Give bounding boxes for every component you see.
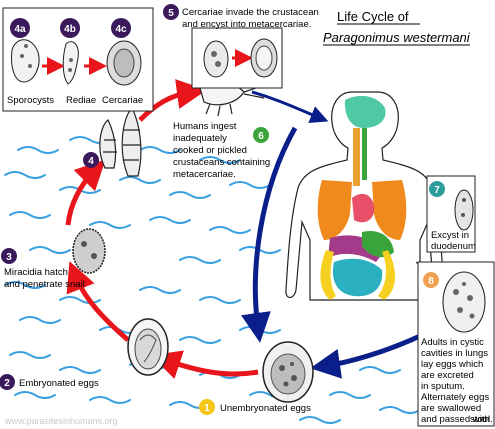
label-adults-line-7: are swallowed (421, 403, 481, 414)
badge-8: 8 (423, 272, 439, 288)
cercaria-icon (106, 40, 142, 86)
label-excyst-line-1: Excyst in (431, 230, 469, 241)
environment-cycle-arrows (65, 79, 259, 379)
label-cercariae-invade-line-2: and encyst into metacercariae. (182, 19, 311, 30)
badge-5: 5 (163, 4, 179, 20)
crustacean-tissue-icon (203, 40, 229, 78)
label-adults-line-9: stool. (470, 414, 493, 425)
intestine-icon (332, 258, 383, 297)
label-humans-ingest-line-3: cooked or pickled (173, 145, 247, 156)
label-miracidia-line-2: and penetrate snail (4, 279, 85, 290)
label-excyst-line-2: duodenum (431, 241, 476, 252)
title-line-1: Life Cycle of (337, 9, 409, 24)
esophagus-icon (353, 128, 360, 186)
snail-icon (99, 106, 142, 177)
heart-icon (352, 193, 375, 223)
svg-text:4c: 4c (115, 24, 127, 35)
label-unembryonated-eggs: Unembryonated eggs (220, 403, 311, 414)
juvenile-fluke-icon (454, 189, 474, 231)
embryonated-egg-icon (127, 318, 169, 376)
label-cercariae-invade-line-1: Cercariae invade the crustacean (182, 7, 319, 18)
svg-text:6: 6 (258, 131, 264, 142)
label-adults-line-3: lay eggs which (421, 359, 483, 370)
human-organs (317, 95, 407, 300)
svg-text:1: 1 (204, 403, 210, 414)
svg-text:8: 8 (428, 276, 434, 287)
label-cercariae: Cercariae (102, 95, 143, 106)
label-adults-line-2: cavities in lungs (421, 348, 488, 359)
badge-6: 6 (253, 127, 269, 143)
badge-1: 1 (199, 399, 215, 415)
label-adults-line-6: Alternately eggs (421, 392, 489, 403)
label-humans-ingest-line-2: inadequately (173, 133, 227, 144)
badge-4c: 4c (111, 18, 131, 38)
label-miracidia-line-1: Miracidia hatch (4, 267, 68, 278)
svg-text:4: 4 (88, 156, 94, 167)
unembryonated-egg-icon (262, 341, 314, 403)
stomach-icon (362, 230, 394, 258)
svg-text:2: 2 (4, 378, 10, 389)
badge-2: 2 (0, 374, 15, 390)
badge-7: 7 (429, 181, 445, 197)
label-adults-line-8: and passed with (421, 414, 490, 425)
sporocyst-icon (11, 39, 40, 83)
label-adults-line-1: Adults in cystic (421, 337, 484, 348)
label-humans-ingest-line-1: Humans ingest (173, 121, 237, 132)
water-waves (4, 136, 421, 424)
brain-icon (344, 95, 386, 128)
right-lung-icon (372, 180, 407, 240)
miracidium-icon (72, 228, 106, 274)
label-humans-ingest-line-5: metacercariae. (173, 169, 236, 180)
redia-icon (62, 41, 79, 85)
left-lung-icon (317, 180, 352, 240)
svg-text:5: 5 (168, 8, 174, 19)
svg-text:4b: 4b (64, 24, 76, 35)
metacercaria-icon (250, 38, 278, 78)
diagram-title: Life Cycle of Paragonimus westermani (323, 9, 471, 46)
label-embryonated-eggs: Embryonated eggs (19, 378, 99, 389)
svg-text:4a: 4a (14, 24, 26, 35)
label-adults-line-4: are excreted (421, 370, 474, 381)
label-rediae: Rediae (66, 95, 96, 106)
label-sporocysts: Sporocysts (7, 95, 54, 106)
badge-4a: 4a (10, 18, 30, 38)
svg-text:3: 3 (6, 252, 12, 263)
badge-4b: 4b (60, 18, 80, 38)
badge-4: 4 (83, 152, 99, 168)
label-adults-line-5: in sputum. (421, 381, 465, 392)
svg-text:7: 7 (434, 185, 440, 196)
title-line-2: Paragonimus westermani (323, 30, 471, 45)
label-humans-ingest-line-4: crustaceans containing (173, 157, 270, 168)
adult-fluke-icon (442, 271, 486, 333)
badge-3: 3 (1, 248, 17, 264)
watermark: www.parasitesinhumans.org (4, 416, 118, 426)
human-cycle-arrows (241, 90, 422, 379)
